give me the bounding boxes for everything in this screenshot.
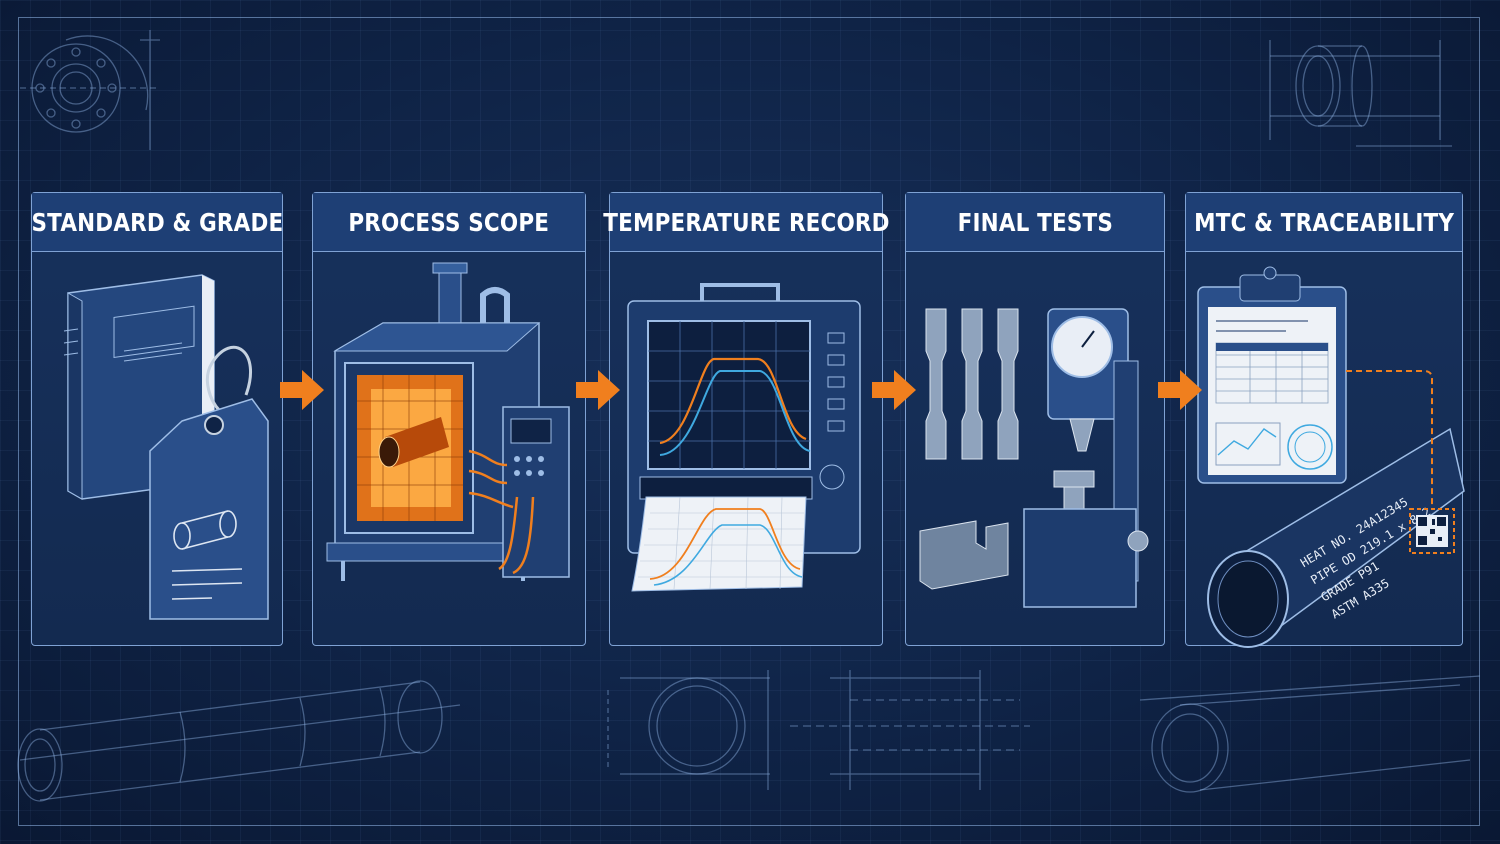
pipe-drawing-icon <box>17 680 461 802</box>
chart-recorder-icon <box>627 283 861 592</box>
step-panel-process-scope: PROCESS SCOPE <box>312 192 586 646</box>
step-header: FINAL TESTS <box>906 193 1164 252</box>
furnace-icon <box>326 262 546 581</box>
pipe-cross-section-icon <box>607 670 1030 790</box>
step-title: STANDARD & GRADE <box>31 207 283 237</box>
step-title: PROCESS SCOPE <box>348 207 550 237</box>
flow-arrow-4 <box>1158 370 1202 410</box>
flow-arrow-1 <box>280 370 324 410</box>
step-header: MTC & TRACEABILITY <box>1186 193 1462 252</box>
traceability-link <box>1346 370 1433 507</box>
tag-icon <box>149 345 269 620</box>
step-panel-standard-grade: STANDARD & GRADE <box>31 192 283 646</box>
tensile-specimen-icon <box>919 308 1019 590</box>
pipe-section-drawing-icon <box>1269 40 1452 147</box>
blueprint-frame <box>18 17 1480 826</box>
step-header: PROCESS SCOPE <box>313 193 585 252</box>
step-panel-final-tests: FINAL TESTS <box>905 192 1165 646</box>
step-panel-mtc-traceability: MTC & TRACEABILITY <box>1185 192 1465 648</box>
pipe-icon <box>1207 427 1465 648</box>
step-title: FINAL TESTS <box>957 207 1113 237</box>
hardness-tester-icon <box>1023 308 1149 608</box>
step-header: STANDARD & GRADE <box>31 193 283 252</box>
flow-arrow-2 <box>576 370 620 410</box>
step-title: TEMPERATURE RECORD <box>602 207 890 237</box>
flow-arrow-3 <box>872 370 916 410</box>
control-panel-icon <box>468 406 570 578</box>
flange-drawing-icon <box>20 30 160 150</box>
pipe-perspective-drawing-icon <box>1139 675 1481 793</box>
step-header: TEMPERATURE RECORD <box>603 193 889 252</box>
clipboard-icon <box>1197 266 1347 484</box>
step-title: MTC & TRACEABILITY <box>1194 207 1454 237</box>
step-panel-temperature-record: TEMPERATURE RECORD <box>603 192 889 646</box>
qr-code-icon <box>1409 508 1455 554</box>
